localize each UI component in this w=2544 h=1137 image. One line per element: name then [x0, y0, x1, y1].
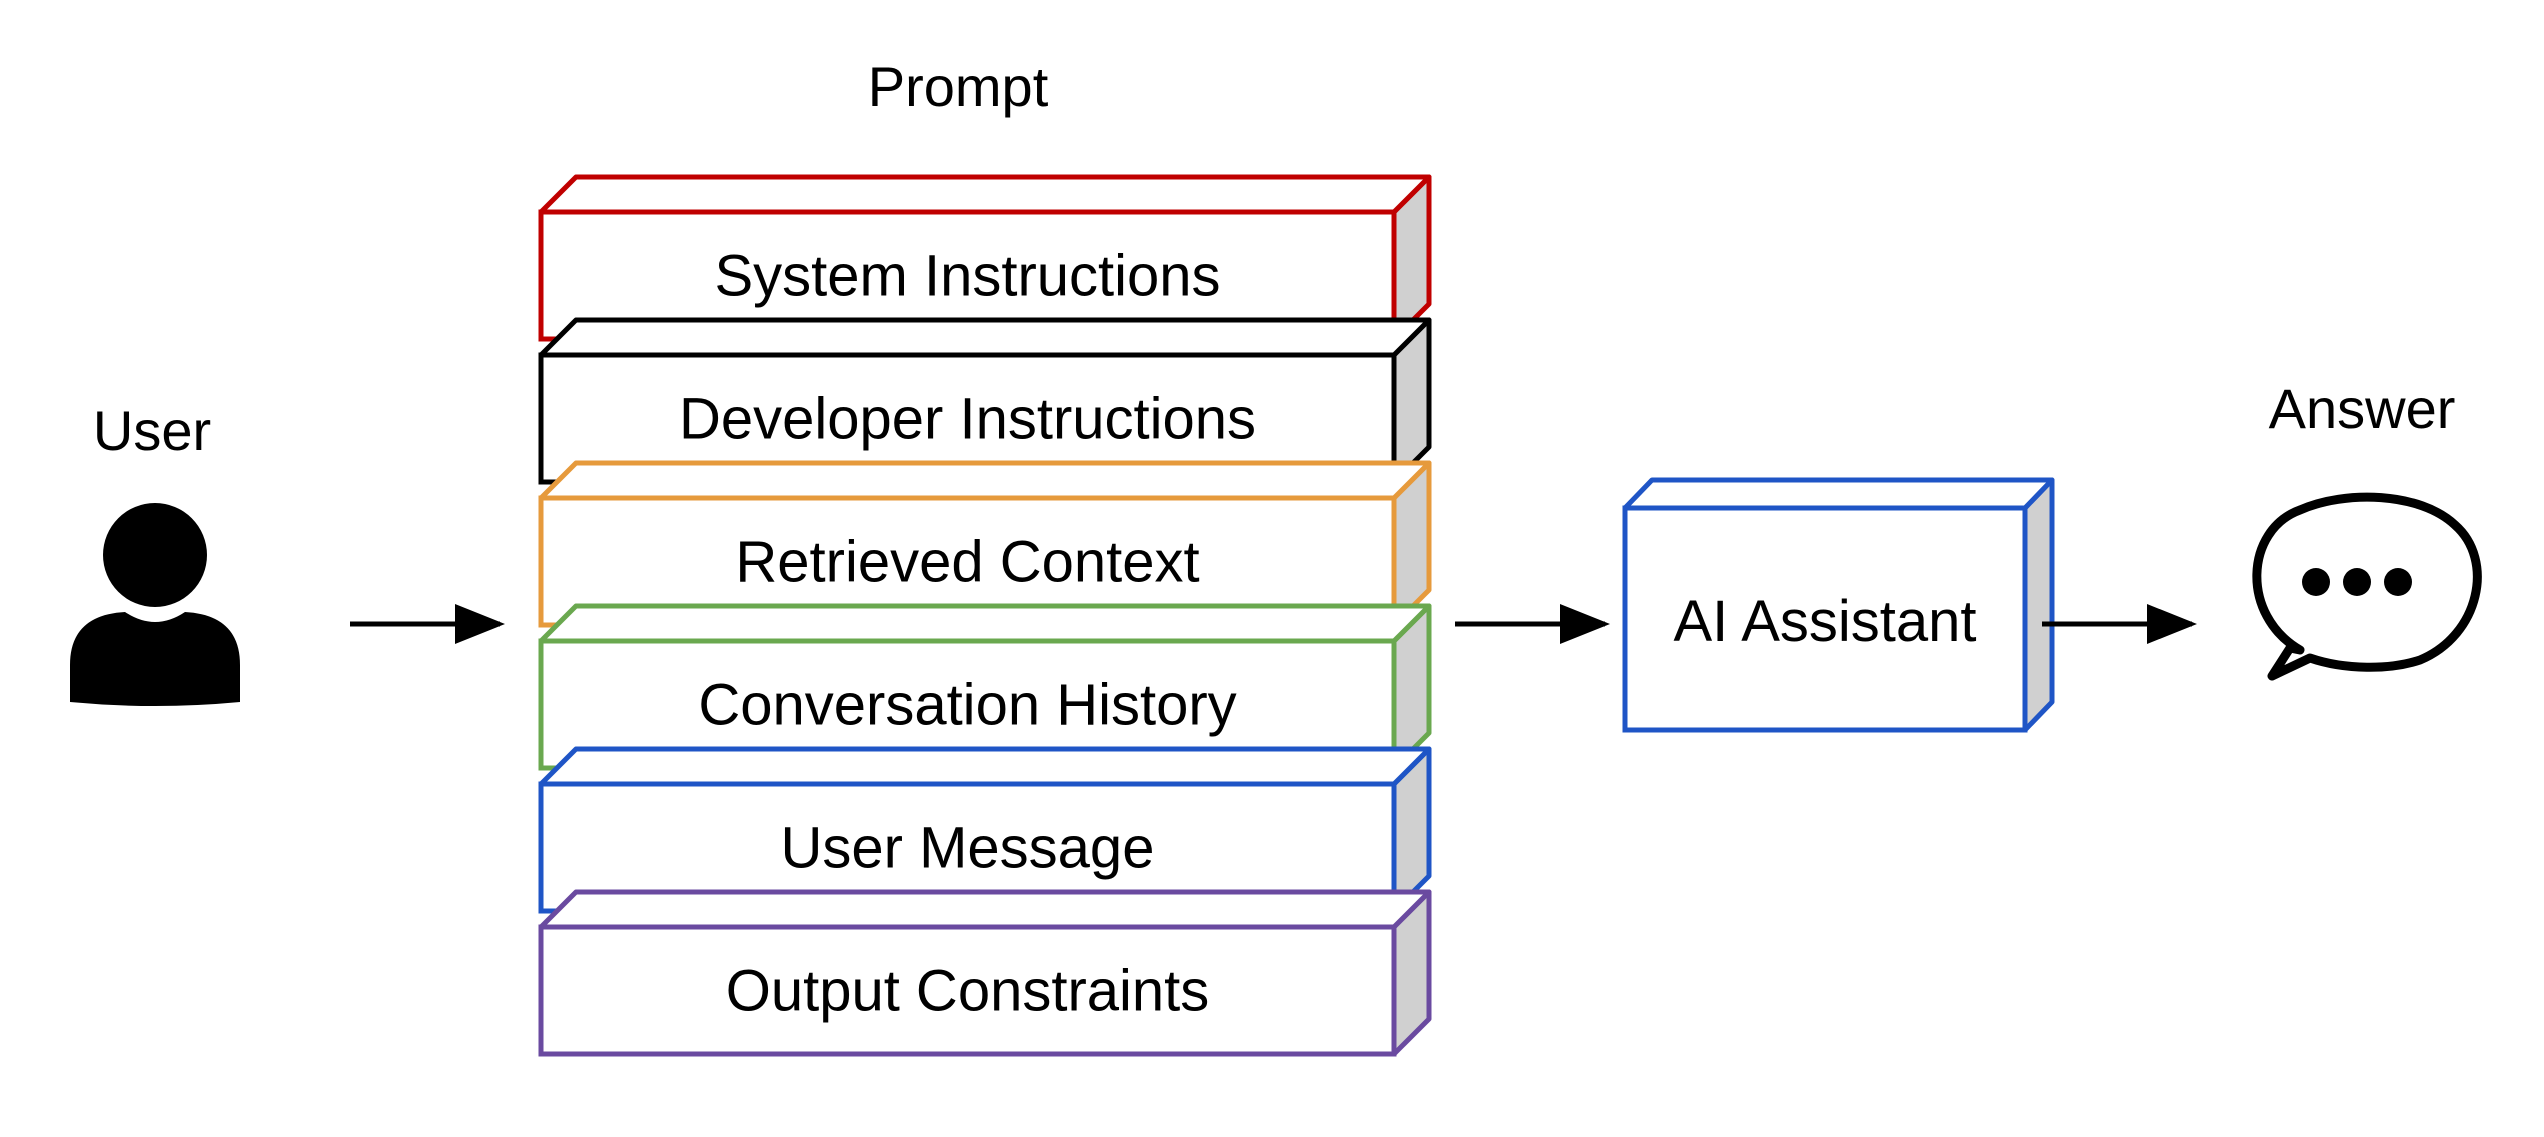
prompt-layer-label: Output Constraints	[726, 959, 1210, 1024]
user-group: User	[70, 399, 240, 706]
prompt-layer-front	[538, 924, 1397, 1057]
prompt-layer-top	[538, 460, 1432, 501]
prompt-layer-top	[538, 603, 1432, 644]
person-icon	[70, 503, 240, 706]
prompt-layer: Retrieved Context	[538, 460, 1432, 628]
answer-group: Answer	[2252, 377, 2482, 681]
prompt-layer-top	[538, 317, 1432, 358]
prompt-layer-top	[538, 746, 1432, 787]
prompt-layer-label: User Message	[781, 816, 1155, 881]
prompt-layer: Conversation History	[538, 603, 1432, 771]
prompt-layer-label: Conversation History	[698, 673, 1236, 738]
prompt-layer-top	[538, 174, 1432, 215]
user-label: User	[93, 399, 211, 462]
prompt-layer: System Instructions	[538, 174, 1432, 342]
prompt-layer-top	[538, 889, 1432, 930]
answer-label: Answer	[2269, 377, 2456, 440]
assistant-label: AI Assistant	[1673, 589, 1976, 654]
prompt-layer-label: Retrieved Context	[735, 530, 1199, 595]
prompt-layer: Output Constraints	[538, 889, 1432, 1057]
prompt-layer-label: System Instructions	[714, 244, 1220, 309]
assistant-box: AI Assistant	[1622, 477, 2055, 733]
prompt-layer-label: Developer Instructions	[679, 387, 1256, 452]
prompt-layer: Developer Instructions	[538, 317, 1432, 485]
prompt-layer: User Message	[538, 746, 1432, 914]
prompt-title: Prompt	[868, 55, 1049, 118]
speech-bubble-icon	[2252, 492, 2482, 681]
